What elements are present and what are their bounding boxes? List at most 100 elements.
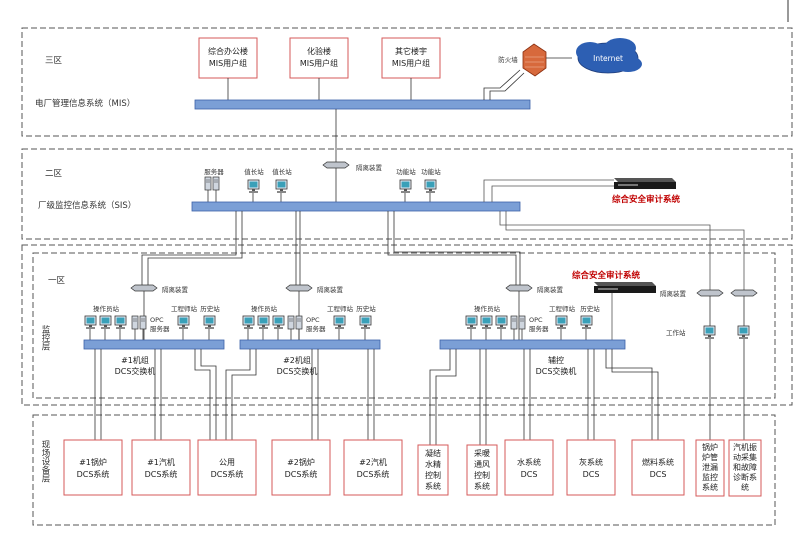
leak-line4: 监控 (702, 472, 718, 482)
work-station-2-icon (737, 325, 750, 340)
leak-line5: 系统 (702, 482, 718, 492)
opc-server-1a-icon (131, 315, 139, 330)
lab-building-box (289, 37, 349, 79)
common-line1: 公用 (219, 458, 235, 467)
zone3-frame (21, 27, 793, 137)
operator-2-label: 操作员站 (251, 304, 278, 313)
sis-bus (191, 201, 521, 212)
switch-2-line1: #2机组 (283, 355, 311, 365)
condensate-line1: 凝结 (425, 448, 441, 458)
opc-server-3b-icon (518, 315, 526, 330)
operator-3b-icon (480, 315, 493, 330)
switch-3-bus (439, 339, 626, 350)
leak-line2: 炉管 (702, 452, 718, 462)
switch-1-line1: #1机组 (121, 355, 149, 365)
operator-3-label: 操作员站 (474, 304, 501, 313)
work-station-label: 工作站 (666, 328, 686, 337)
field-layer-label: 现场设备层 (40, 440, 50, 483)
common-line2: DCS系统 (211, 469, 244, 479)
server-label: 服务器 (204, 167, 224, 176)
hvac-line3: 控制 (474, 470, 490, 480)
turbine1-dcs-box (131, 439, 191, 496)
operator-2c-icon (272, 315, 285, 330)
boiler1-line1: #1锅炉 (79, 457, 107, 467)
operator-1c-icon (114, 315, 127, 330)
lab-building-line1: 化验楼 (307, 46, 331, 56)
isolation-3-label: 隔离装置 (537, 285, 564, 294)
group2: 操作员站 OPC 服务器 工程师站 历史站 #2机组 DCS交换机 (239, 304, 381, 376)
value-station-1-icon (247, 179, 260, 194)
opc-1-label: OPC (150, 316, 164, 324)
sis-audit-label: 综合安全审计系统 (612, 194, 681, 205)
firewall-label: 防火墙 (498, 55, 518, 64)
hvac-line4: 系统 (474, 481, 490, 491)
vibration-line3: 和故障 (733, 462, 757, 472)
opc-server-1b-icon (139, 315, 147, 330)
turbine2-line1: #2汽机 (359, 457, 387, 467)
vibration-line5: 统 (741, 482, 749, 492)
func-station-2-icon (424, 179, 437, 194)
office-building-line2: MIS用户组 (209, 58, 247, 68)
isolation-top-label: 隔离装置 (356, 163, 383, 172)
operator-3a-icon (465, 315, 478, 330)
isolation-2-label: 隔离装置 (317, 285, 344, 294)
boiler2-line2: DCS系统 (285, 469, 318, 479)
ash-line1: 灰系统 (579, 457, 603, 467)
fuel-line1: 燃料系统 (642, 457, 674, 467)
other-building-line1: 其它楼宇 (395, 46, 427, 56)
work-station-1-icon (703, 325, 716, 340)
history-3-icon (580, 315, 593, 330)
opc-server-2-label: 服务器 (306, 324, 326, 333)
zone2-title: 二区 (45, 169, 63, 179)
hvac-line1: 采暖 (474, 448, 490, 458)
firewall-icon (522, 43, 547, 77)
isolation-2-icon (285, 284, 313, 292)
isolation-3-icon (505, 284, 533, 292)
isolation-device-icon (322, 161, 350, 169)
vibration-line1: 汽机振 (733, 442, 757, 452)
server-icon-2 (212, 176, 220, 191)
switch-3-line2: DCS交换机 (536, 366, 577, 376)
turbine1-line1: #1汽机 (147, 457, 175, 467)
boiler1-line2: DCS系统 (77, 469, 110, 479)
boiler1-dcs-box (63, 439, 123, 496)
group3: 操作员站 OPC 服务器 工程师站 历史站 辅控 DCS交换机 (439, 304, 626, 376)
internet-cloud-icon (576, 38, 642, 74)
isolation-right-1-icon (696, 289, 724, 297)
leak-line3: 泄漏 (702, 462, 718, 472)
vibration-diagnosis-box (728, 439, 762, 497)
common-dcs-box (197, 439, 257, 496)
monitor-layer-frame (32, 252, 776, 399)
value-station-2-icon (275, 179, 288, 194)
field-layer-frame (32, 414, 776, 526)
isolation-1-label: 隔离装置 (162, 285, 189, 294)
history-3-label: 历史站 (580, 304, 600, 313)
operator-1-label: 操作员站 (93, 304, 120, 313)
zone1-audit-label: 综合安全审计系统 (572, 270, 641, 281)
operator-3c-icon (495, 315, 508, 330)
opc-server-1-label: 服务器 (150, 324, 170, 333)
condensate-control-box (417, 444, 449, 496)
zone1-frame (21, 244, 793, 406)
value-station-1-label: 值长站 (244, 167, 264, 176)
operator-1a-icon (84, 315, 97, 330)
boiler2-dcs-box (271, 439, 331, 496)
zone1-title: 一区 (48, 276, 66, 286)
engineer-1-icon (177, 315, 190, 330)
other-building-line2: MIS用户组 (392, 58, 430, 68)
history-1-icon (203, 315, 216, 330)
audit-device-icon (614, 178, 676, 189)
leak-line1: 锅炉 (702, 442, 718, 452)
ash-dcs-box (566, 439, 616, 496)
mis-bus (194, 99, 531, 110)
opc-server-2b-icon (295, 315, 303, 330)
water-line1: 水系统 (517, 457, 541, 467)
isolation-right-label: 隔离装置 (660, 289, 687, 298)
condensate-line3: 控制 (425, 470, 441, 480)
switch-1-line2: DCS交换机 (115, 366, 156, 376)
opc-server-3a-icon (510, 315, 518, 330)
turbine1-line2: DCS系统 (145, 469, 178, 479)
water-line2: DCS (521, 470, 538, 479)
zone2-system-label: 厂级监控信息系统（SIS） (38, 200, 136, 211)
